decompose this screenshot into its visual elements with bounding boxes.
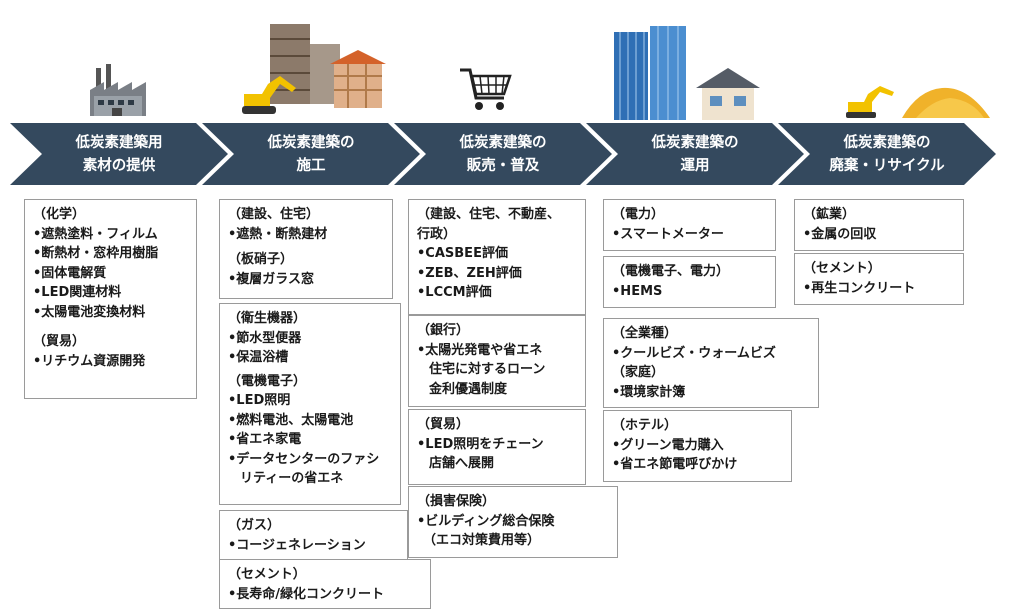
col5-box1: （鉱業） •金属の回収 [794,199,964,251]
stage-4-line2: 運用 [680,158,710,174]
col1-box1-head2: （貿易） [33,334,86,349]
col2-box2-item: •LED照明 [228,393,291,408]
col3-box1-item: •ZEB、ZEH評価 [417,265,522,281]
col5-box1-head1: （鉱業） [803,207,856,222]
stage-1-line1: 低炭素建築用 [75,135,163,151]
col2-box4: （セメント） •長寿命/緑化コンクリート [219,559,431,609]
col3-box4-head1: （損害保険） [417,494,496,509]
stage-3-line1: 低炭素建築の [459,135,547,151]
col2-box2-head1: （衛生機器） [228,311,307,326]
col1-box1-item: •リチウム資源開発 [33,353,146,369]
stage-2-line1: 低炭素建築の [267,135,355,151]
col3-box2-item: •太陽光発電や省エネ [417,342,543,358]
office-buildings-icon [614,26,760,120]
stage-4-line1: 低炭素建築の [651,135,739,151]
demolition-recycling-icon [846,86,990,118]
col1-box1-item: •固体電解質 [33,265,107,281]
col1-box1: （化学） •遮熱塗料・フィルム •断熱材・窓枠用樹脂 •固体電解質 •LED関連… [24,199,197,399]
col3-box2: （銀行） •太陽光発電や省エネ 住宅に対するローン 金利優遇制度 [408,315,586,407]
col2-box4-item: •長寿命/緑化コンクリート [228,586,385,602]
col2-box3-item: •コージェネレーション [228,537,366,553]
stage-2-line2: 施工 [296,158,326,174]
col3-box2-head1: （銀行） [417,323,470,338]
col4-box2-item: •HEMS [612,283,663,299]
col3-box1-head1: （建設、住宅、不動産、 [417,207,561,222]
col4-box3-head1: （全業種） [612,326,678,341]
col2-box1-head2: （板硝子） [228,252,294,267]
col2-box2: （衛生機器） •節水型便器 •保温浴槽 （電機電子） •LED照明 •燃料電池、… [219,303,401,505]
col1-box1-item: •太陽電池変換材料 [33,304,146,320]
col4-box4: （ホテル） •グリーン電力購入 •省エネ節電呼びかけ [603,410,792,482]
col2-box2-item: •燃料電池、太陽電池 [228,412,354,428]
col3-box1-item: •LCCM評価 [417,285,492,300]
col3-box2-item: 住宅に対するローン [429,362,546,377]
col5-box1-item: •金属の回収 [803,226,877,242]
col2-box2-item: •省エネ家電 [228,432,302,447]
stage-4: 低炭素建築の運用 [586,123,804,185]
stage-5: 低炭素建築の廃棄・リサイクル [778,123,996,185]
stage-3-line2: 販売・普及 [466,158,540,174]
col2-box1-item: •複層ガラス窓 [228,271,315,287]
col3-box4-item: （エコ対策費用等） [423,533,541,548]
col2-box4-head1: （セメント） [228,567,306,582]
col2-box2-head2: （電機電子） [228,373,307,389]
stage-1: 低炭素建築用素材の提供 [10,123,228,185]
factory-icon [90,64,146,116]
construction-site-icon [242,24,386,114]
col3-box3-head1: （貿易） [417,417,470,432]
stage-2: 低炭素建築の施工 [202,123,420,185]
col4-box4-head1: （ホテル） [612,418,678,433]
col3-box3: （貿易） •LED照明をチェーン 店舗へ展開 [408,409,586,485]
col1-box1-item: •断熱材・窓枠用樹脂 [33,246,159,261]
col4-box3-item: •クールビズ・ウォームビズ [612,345,776,361]
shopping-cart-icon [460,68,512,110]
col2-box2-item: •データセンターのファシ [228,451,380,467]
col4-box3-item: •環境家計簿 [612,384,686,400]
col4-box2-head1: （電機電子、電力） [612,264,730,279]
col5-box2: （セメント） •再生コンクリート [794,253,964,305]
stage-5-line1: 低炭素建築の [843,135,931,151]
col2-box3: （ガス） •コージェネレーション [219,510,408,560]
col2-box2-item: リティーの省エネ [240,471,344,486]
stage-3: 低炭素建築の販売・普及 [394,123,612,185]
col4-box1-item: •スマートメーター [612,226,724,242]
col4-box4-item: •グリーン電力購入 [612,437,724,453]
col4-box2: （電機電子、電力） •HEMS [603,256,776,308]
col3-box1: （建設、住宅、不動産、 行政） •CASBEE評価 •ZEB、ZEH評価 •LC… [408,199,586,315]
col5-box2-head1: （セメント） [803,261,881,276]
col3-box1-head1b: 行政） [417,226,457,242]
col3-box4-item: •ビルディング総合保険 [417,513,555,529]
col1-box1-head1: （化学） [33,207,86,222]
col2-box3-head1: （ガス） [228,518,281,533]
col4-box3: （全業種） •クールビズ・ウォームビズ （家庭） •環境家計簿 [603,318,819,408]
stage-5-line2: 廃棄・リサイクル [829,158,945,174]
col3-box2-item: 金利優遇制度 [429,381,508,397]
col2-box1-item: •遮熱・断熱建材 [228,226,328,242]
col2-box2-item: •節水型便器 [228,330,302,346]
col1-box1-item: •遮熱塗料・フィルム [33,226,158,242]
col4-box1-head1: （電力） [612,207,665,222]
col3-box4: （損害保険） •ビルディング総合保険 （エコ対策費用等） [408,486,618,558]
col5-box2-item: •再生コンクリート [803,280,916,296]
col4-box3-head2: （家庭） [612,365,665,380]
col4-box1: （電力） •スマートメーター [603,199,776,251]
col2-box1: （建設、住宅） •遮熱・断熱建材 （板硝子） •複層ガラス窓 [219,199,393,299]
col2-box1-head1: （建設、住宅） [228,207,320,222]
stage-1-line2: 素材の提供 [82,158,156,174]
col4-box4-item: •省エネ節電呼びかけ [612,457,738,472]
col2-box2-item: •保温浴槽 [228,350,289,365]
col1-box1-item: •LED関連材料 [33,285,122,300]
col3-box3-item: 店舗へ展開 [429,456,495,471]
col3-box1-item: •CASBEE評価 [417,246,508,261]
col3-box3-item: •LED照明をチェーン [417,436,544,452]
